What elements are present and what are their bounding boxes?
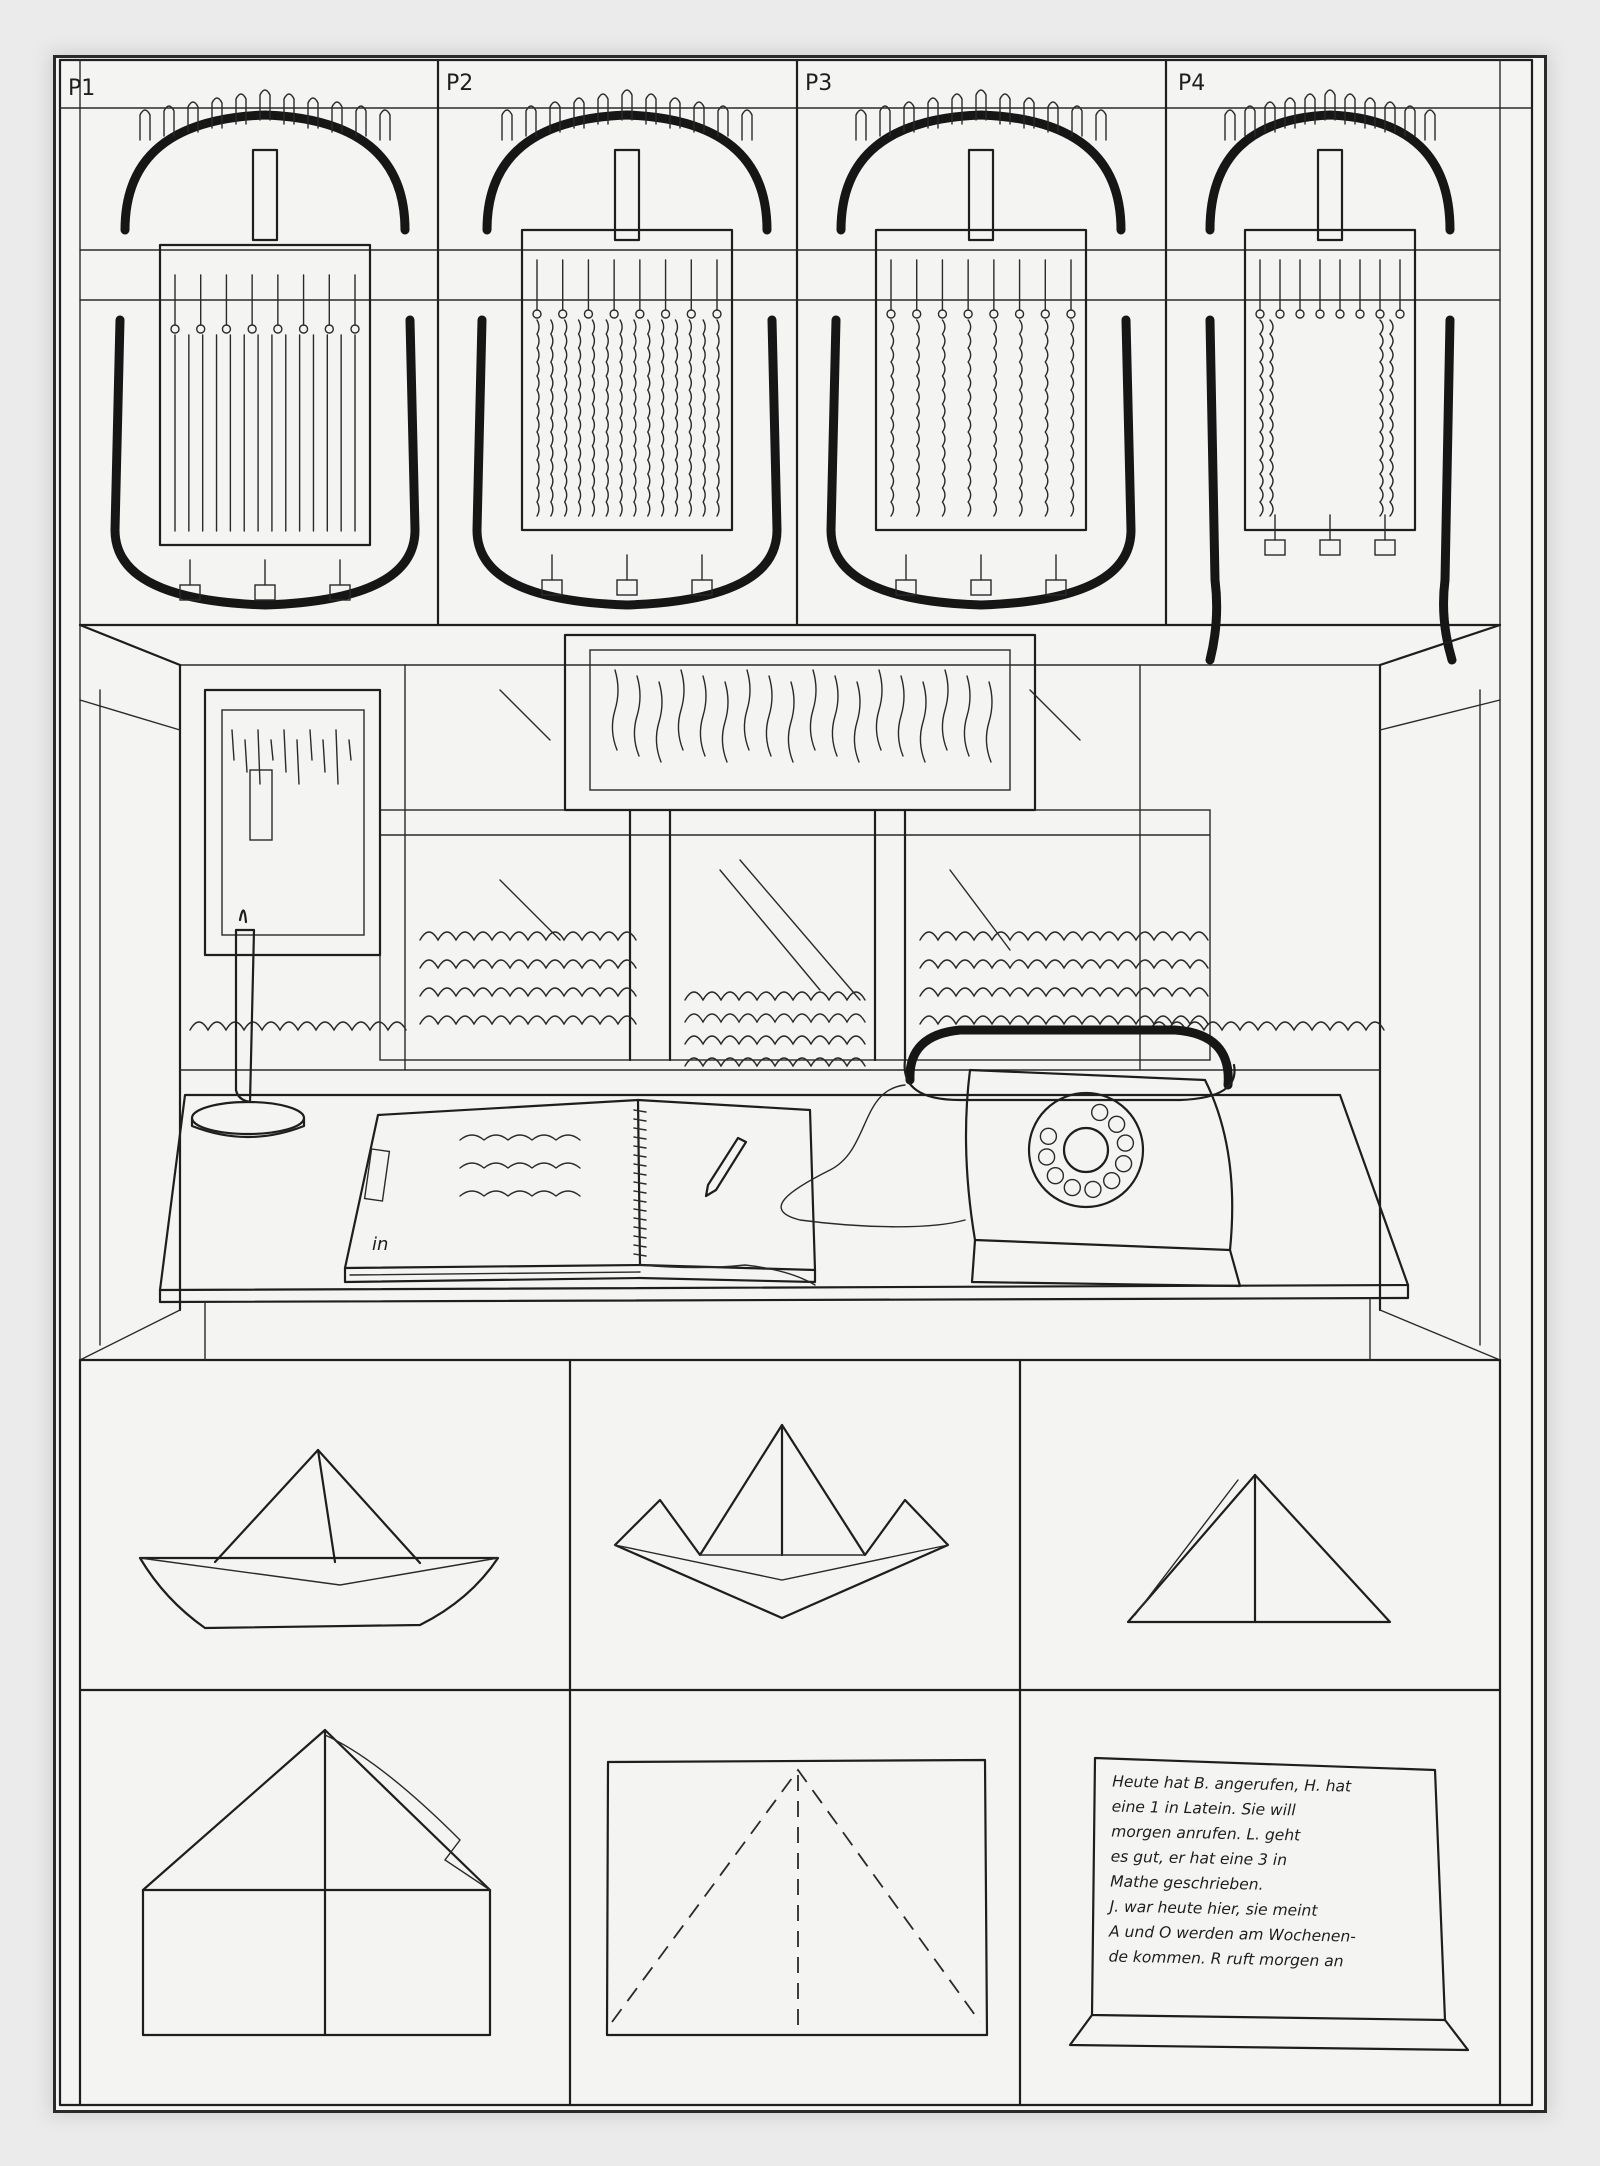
hood-vessel-4 [1205,89,1457,665]
origami-grid [78,1358,1502,2107]
panel-label-p3: P3 [805,71,832,96]
origami-paper-sheet [605,1758,989,2037]
etching-plate [56,58,1544,2110]
panel-label-p1: P1 [68,76,95,101]
origami-triangle [1126,1473,1392,1624]
note-card [1068,1756,1470,2052]
panel-label-p2: P2 [446,71,473,96]
origami-hat [613,1423,950,1620]
notebook: in [343,1098,817,1286]
hedge-scribbles [189,931,1385,1068]
candle-holder [190,909,306,1139]
hood-vessel-2 [472,89,782,610]
interior-scene [78,623,1502,1362]
notebook-scribbles [459,1109,647,1257]
hood-vessel-3 [826,89,1136,610]
notebook-word: in [372,1234,388,1255]
origami-fold-step [141,1728,492,2037]
picture-hatching [231,669,993,785]
hood-vessel-1 [110,89,420,610]
panel-label-p4: P4 [1178,71,1205,96]
desk [158,1093,1410,1361]
telephone-dial-holes [1037,1103,1135,1199]
rotary-telephone [780,1025,1242,1288]
handwritten-note: Heute hat B. angerufen, H. hat eine 1 in… [1108,1770,1445,2015]
origami-boat [138,1448,500,1630]
